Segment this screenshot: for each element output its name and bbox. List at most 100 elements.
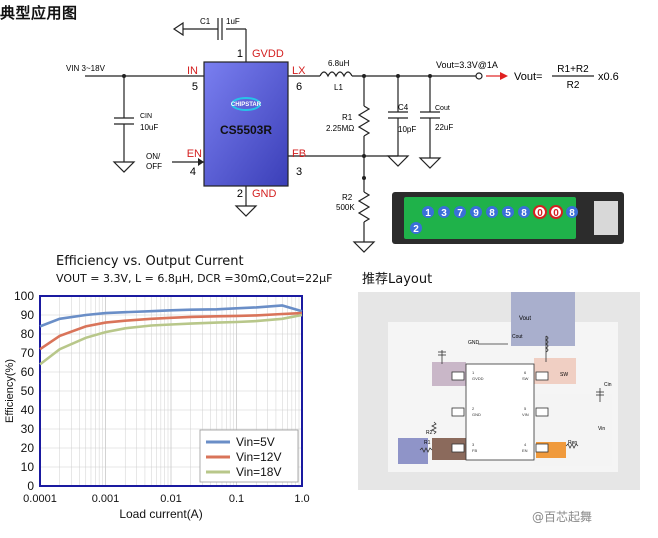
demo-digit: 5: [505, 208, 511, 219]
y-tick-label: 10: [21, 460, 35, 474]
layout-ic-pin: 3: [472, 442, 475, 447]
layout-label-sw: SW: [560, 372, 568, 378]
pin-number: 5: [192, 81, 198, 93]
y-tick-label: 0: [27, 479, 34, 493]
demo-digit: 7: [457, 208, 463, 219]
demo-digit-bubble: [486, 206, 498, 218]
pin-name: GND: [252, 188, 277, 200]
y-tick-label: 60: [21, 365, 35, 379]
page-title: 典型应用图: [0, 4, 78, 22]
schematic-diagram: CHIPSTAR CS5503R 1 GVDD IN 5 LX 6 EN 4 F…: [66, 17, 619, 253]
c1-name: C1: [200, 17, 211, 26]
demo-digit: 9: [473, 208, 479, 219]
demo-digit: 1: [425, 208, 431, 219]
layout-ic-pin: GVDD: [472, 376, 484, 381]
demo-digit-bubble: [533, 205, 547, 219]
pin-number: 3: [296, 166, 302, 178]
ground-icon: [172, 21, 184, 37]
pin-name: GVDD: [252, 48, 284, 60]
y-tick-label: 40: [21, 403, 35, 417]
y-axis-label: Efficiency(%): [4, 359, 16, 423]
layout-label-cout: Cout: [512, 334, 523, 340]
series-line: [39, 311, 303, 351]
legend-label: Vin=5V: [236, 435, 275, 449]
pin-number: 2: [237, 188, 243, 200]
legend-label: Vin=12V: [236, 450, 282, 464]
demo-digit-bubble: [549, 205, 563, 219]
chip-name: CS5503R: [220, 123, 272, 137]
pin-name: IN: [187, 65, 198, 77]
layout-ic: [465, 363, 535, 461]
r2-name: R2: [342, 193, 353, 202]
layout-ic-pin: 1: [472, 370, 475, 375]
pin-number: 1: [237, 48, 243, 60]
layout-label-vin: Vin: [598, 426, 605, 432]
x-tick-label: 0.0001: [23, 493, 57, 505]
vout-label: Vout=3.3V@1A: [436, 60, 498, 70]
layout-label-r2: R2: [426, 430, 433, 436]
c4-value: 10pF: [398, 125, 416, 134]
layout-ic-pin: 2: [472, 406, 475, 411]
layout-ic-pin: SW: [522, 376, 529, 381]
chart-subtitle: VOUT = 3.3V, L = 6.8μH, DCR =30mΩ,Cout=2…: [56, 272, 333, 285]
demo-digit: 8: [489, 208, 495, 219]
y-tick-label: 80: [21, 327, 35, 341]
x-tick-label: 0.001: [92, 493, 120, 505]
vout-terminal-icon: [475, 72, 483, 80]
layout-ic-pin: FB: [472, 448, 477, 453]
layout-label-gnd: GND: [468, 340, 480, 346]
x-tick-label: 0.01: [160, 493, 181, 505]
demo-digit: 0: [537, 208, 543, 219]
c1-value: 1uF: [226, 17, 240, 26]
r1-value: 2.25MΩ: [326, 124, 354, 133]
vin-label: VIN 3~18V: [66, 64, 106, 73]
formula-lhs: Vout=: [514, 71, 542, 83]
pin-number: 4: [190, 166, 196, 178]
demo-digit-bubble: [470, 206, 482, 218]
demo-digit: 3: [441, 208, 447, 219]
chip-logo-text: CHIPSTAR: [231, 102, 262, 108]
layout-ic-pin: GND: [472, 412, 481, 417]
pin-name: LX: [292, 65, 306, 77]
layout-label-cin: Cin: [604, 382, 612, 388]
series-line: [39, 304, 303, 328]
y-tick-label: 30: [21, 422, 35, 436]
demo-digit: 8: [569, 208, 575, 219]
x-axis-label: Load current(A): [119, 507, 202, 521]
vout-pad: [511, 292, 575, 346]
chart-title: Efficiency vs. Output Current: [56, 254, 244, 269]
layout-ic-pin: 6: [524, 370, 527, 375]
layout-ic-pin: VIN: [522, 412, 529, 417]
on-label: ON/: [146, 152, 161, 161]
legend-label: Vin=18V: [236, 465, 282, 479]
plot-frame: [39, 295, 303, 487]
demo-digit-bubble: [518, 206, 530, 218]
pin-name: FB: [292, 148, 306, 160]
l1-value: 6.8uH: [328, 59, 350, 68]
demo-digit: 2: [413, 224, 419, 235]
y-tick-label: 100: [14, 289, 34, 303]
demo-digit-bubble: [454, 206, 466, 218]
x-tick-label: 0.1: [229, 493, 244, 505]
l1-name: L1: [334, 83, 343, 92]
ground-icon: [112, 161, 136, 173]
ground-icon: [352, 241, 376, 253]
demo-digit-bubble: [566, 206, 578, 218]
layout-ic-pin: EN: [522, 448, 528, 453]
layout-ic-pin: 5: [524, 406, 527, 411]
y-tick-label: 20: [21, 441, 35, 455]
formula-numerator: R1+R2: [557, 64, 589, 75]
demo-digit-bubble: [422, 206, 434, 218]
r1-name: R1: [342, 113, 353, 122]
y-tick-label: 70: [21, 346, 35, 360]
demo-digit: 0: [553, 208, 559, 219]
demo-digit: 8: [521, 208, 527, 219]
y-tick-label: 50: [21, 384, 35, 398]
en-arrow-icon: [198, 158, 204, 166]
ground-icon: [234, 205, 258, 217]
r2-value: 500K: [336, 203, 355, 212]
fb-pad: [432, 438, 466, 460]
cin-name: CIN: [140, 113, 152, 120]
cout-name: Cout: [435, 105, 450, 112]
